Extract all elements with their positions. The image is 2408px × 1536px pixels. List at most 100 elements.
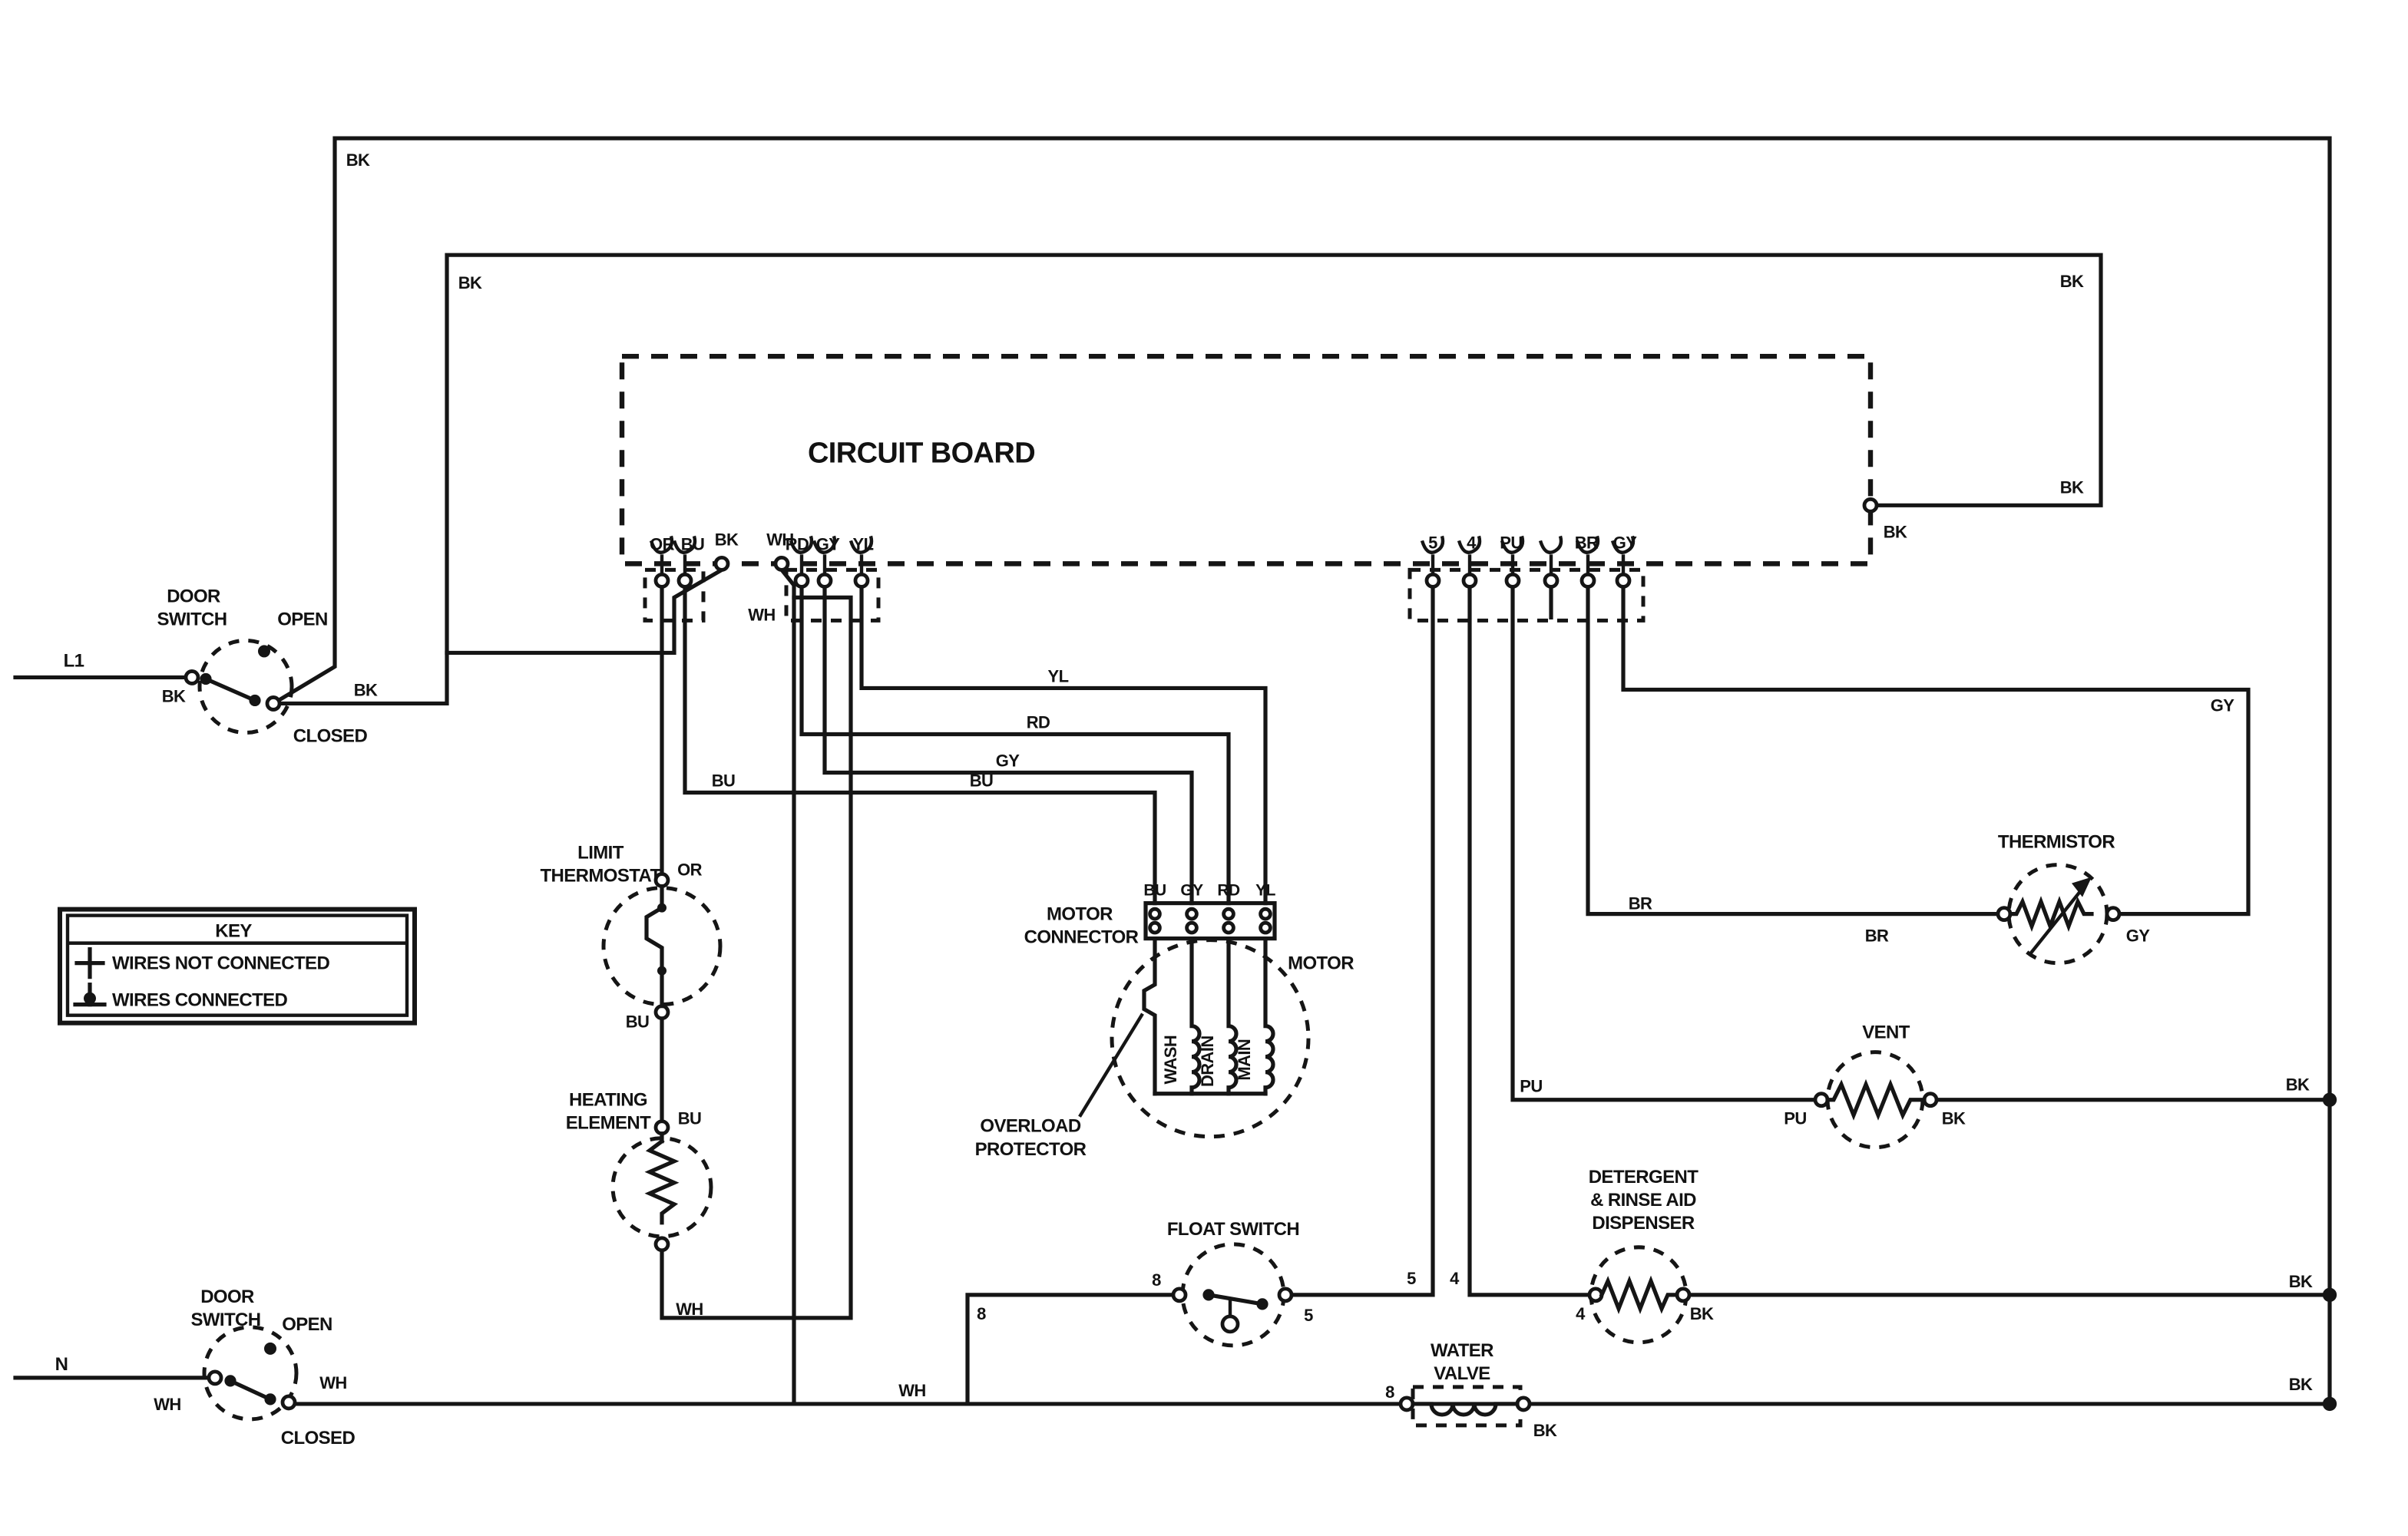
- door-switch-bottom-open: OPEN: [282, 1314, 332, 1335]
- connector-box-rd-gy-yl: [784, 567, 881, 623]
- open-contact-dot: [258, 645, 270, 658]
- wires: [13, 136, 2332, 1406]
- wire-label-bu-mid-right: BU: [970, 771, 994, 791]
- wire-label-bk-inner-top-left: BK: [458, 273, 482, 292]
- wire-label-gy-corner: GY: [2211, 695, 2235, 715]
- bk-board-right-terminal: [1862, 497, 1879, 514]
- wire-label-8-float: 8: [1152, 1270, 1161, 1290]
- wire-label-bu-thermostat: BU: [626, 1012, 650, 1032]
- water-valve-label-2: VALVE: [1434, 1363, 1490, 1384]
- bk-board-terminal: [713, 555, 730, 572]
- door-switch-top: [184, 638, 294, 735]
- line-label-n: N: [55, 1354, 68, 1375]
- wire-label-bu-mid-left: BU: [712, 771, 736, 791]
- terminal-label-gy2: GY: [1613, 533, 1638, 552]
- float-switch: [1171, 1242, 1294, 1348]
- key-title: KEY: [215, 921, 252, 942]
- door-switch-bottom-label-2: SWITCH: [190, 1310, 260, 1330]
- main-winding: [1263, 936, 1275, 1096]
- wire-label-bk-door-left: BK: [162, 686, 186, 705]
- wire-label-gy-thermistor: GY: [2126, 927, 2151, 946]
- motor-winding-wash: WASH: [1161, 1036, 1180, 1085]
- motor-connector: [1143, 900, 1277, 941]
- vent-label: VENT: [1862, 1022, 1910, 1043]
- drain-winding: [1226, 936, 1239, 1096]
- key-symbol-connected: [73, 983, 107, 1007]
- wire-label-8-valve: 8: [1385, 1382, 1394, 1402]
- wh-heater-return-wire: [660, 595, 853, 1320]
- float-pendant-weight: [1220, 1314, 1240, 1334]
- vent: [1813, 1050, 1939, 1150]
- wire-label-bk-door-right: BK: [354, 680, 378, 699]
- wire-label-gy-mid: GY: [996, 751, 1020, 770]
- wire-label-bu-heater: BU: [678, 1109, 702, 1128]
- wire-label-br-corner: BR: [1629, 894, 1652, 913]
- wire-8-float-to-valve: [965, 1293, 1176, 1406]
- wire-5: [1289, 584, 1435, 1297]
- wire-label-wh-bottom-left: WH: [154, 1395, 180, 1414]
- motor-terminal-rd: RD: [1217, 882, 1240, 900]
- wash-winding: [1189, 936, 1202, 1096]
- dispenser-label-3: DISPENSER: [1592, 1213, 1695, 1234]
- circuit-board-title: CIRCUIT BOARD: [808, 437, 1035, 469]
- inner-bk-wire: [271, 253, 2103, 706]
- limit-thermostat-label-1: LIMIT: [577, 843, 624, 864]
- heater-zigzag: [644, 1138, 680, 1225]
- motor-terminal-yl: YL: [1255, 882, 1275, 900]
- door-switch-top-label-2: SWITCH: [157, 609, 227, 629]
- limit-thermostat-label-2: THERMOSTAT: [540, 866, 661, 887]
- wire-label-bk-outer-top: BK: [346, 150, 370, 170]
- connector-box-right: [1407, 567, 1646, 623]
- wire-label-bk-inner-right-bottom: BK: [2060, 477, 2084, 497]
- water-valve-label-1: WATER: [1431, 1340, 1493, 1361]
- thermistor-arrow: [2029, 884, 2087, 955]
- bu-motor-wire: [683, 584, 1157, 906]
- thermistor-zigzag: [2008, 896, 2094, 933]
- wire-label-bk-right-vent: BK: [2286, 1075, 2310, 1095]
- door-switch-top-label-1: DOOR: [167, 586, 220, 606]
- heating-element: [610, 1119, 713, 1253]
- overload-protector-label-1: OVERLOAD: [980, 1116, 1080, 1137]
- overload-protector: [1142, 936, 1157, 1096]
- wire-label-br-thermistor: BR: [1865, 927, 1889, 946]
- open-contact-dot: [264, 1342, 276, 1355]
- terminal-label-rd: RD: [786, 534, 809, 553]
- wire-label-wh-bottom-right: WH: [319, 1373, 346, 1392]
- dispenser-label-1: DETERGENT: [1589, 1167, 1699, 1188]
- circuit-board: [619, 354, 1879, 623]
- gy-motor-wire: [822, 584, 1194, 906]
- wire-label-8-corner: 8: [977, 1304, 986, 1323]
- wire-label-bk-valve: BK: [1533, 1421, 1557, 1440]
- key-row-2: WIRES CONNECTED: [112, 990, 288, 1011]
- wh-neutral-wire: [779, 567, 796, 1406]
- rd-motor-wire: [799, 584, 1231, 906]
- circuit-board-outline: [619, 354, 1874, 567]
- water-valve: [1398, 1385, 1532, 1428]
- outer-bk-wire: [270, 136, 2332, 1406]
- heating-element-label-2: ELEMENT: [566, 1113, 651, 1134]
- wire-label-4-corner: 4: [1450, 1269, 1460, 1288]
- terminal-label-or: OR: [650, 534, 675, 553]
- terminal-label-wh: WH: [766, 530, 793, 549]
- door-switch-top-open: OPEN: [277, 609, 328, 629]
- wire-4: [1467, 584, 1592, 1297]
- thermistor-label: THERMISTOR: [1998, 832, 2115, 853]
- wire-label-pu-vent: PU: [1784, 1109, 1806, 1128]
- bk-board-tap-wire: [445, 567, 725, 656]
- overload-callout-line: [1078, 1012, 1144, 1118]
- gy-thermistor-wire: [1621, 584, 2251, 917]
- wire-label-yl-mid: YL: [1048, 666, 1069, 685]
- motor-terminal-bu: BU: [1143, 882, 1166, 900]
- terminal-label-4: 4: [1467, 533, 1477, 552]
- wh-board-terminal: [773, 555, 790, 572]
- motor-connector-terminals: [1148, 907, 1272, 935]
- thermistor: [1996, 863, 2122, 966]
- wire-label-bk-vent: BK: [1942, 1109, 1966, 1128]
- key-box: [58, 907, 417, 1026]
- wire-label-bk-inner-top-right: BK: [2060, 272, 2084, 291]
- motor-connector-label-2: CONNECTOR: [1024, 927, 1139, 948]
- terminal-label-bu: BU: [681, 534, 705, 553]
- wire-label-bk-board-right: BK: [1884, 522, 1907, 541]
- vent-zigzag: [1825, 1079, 1927, 1121]
